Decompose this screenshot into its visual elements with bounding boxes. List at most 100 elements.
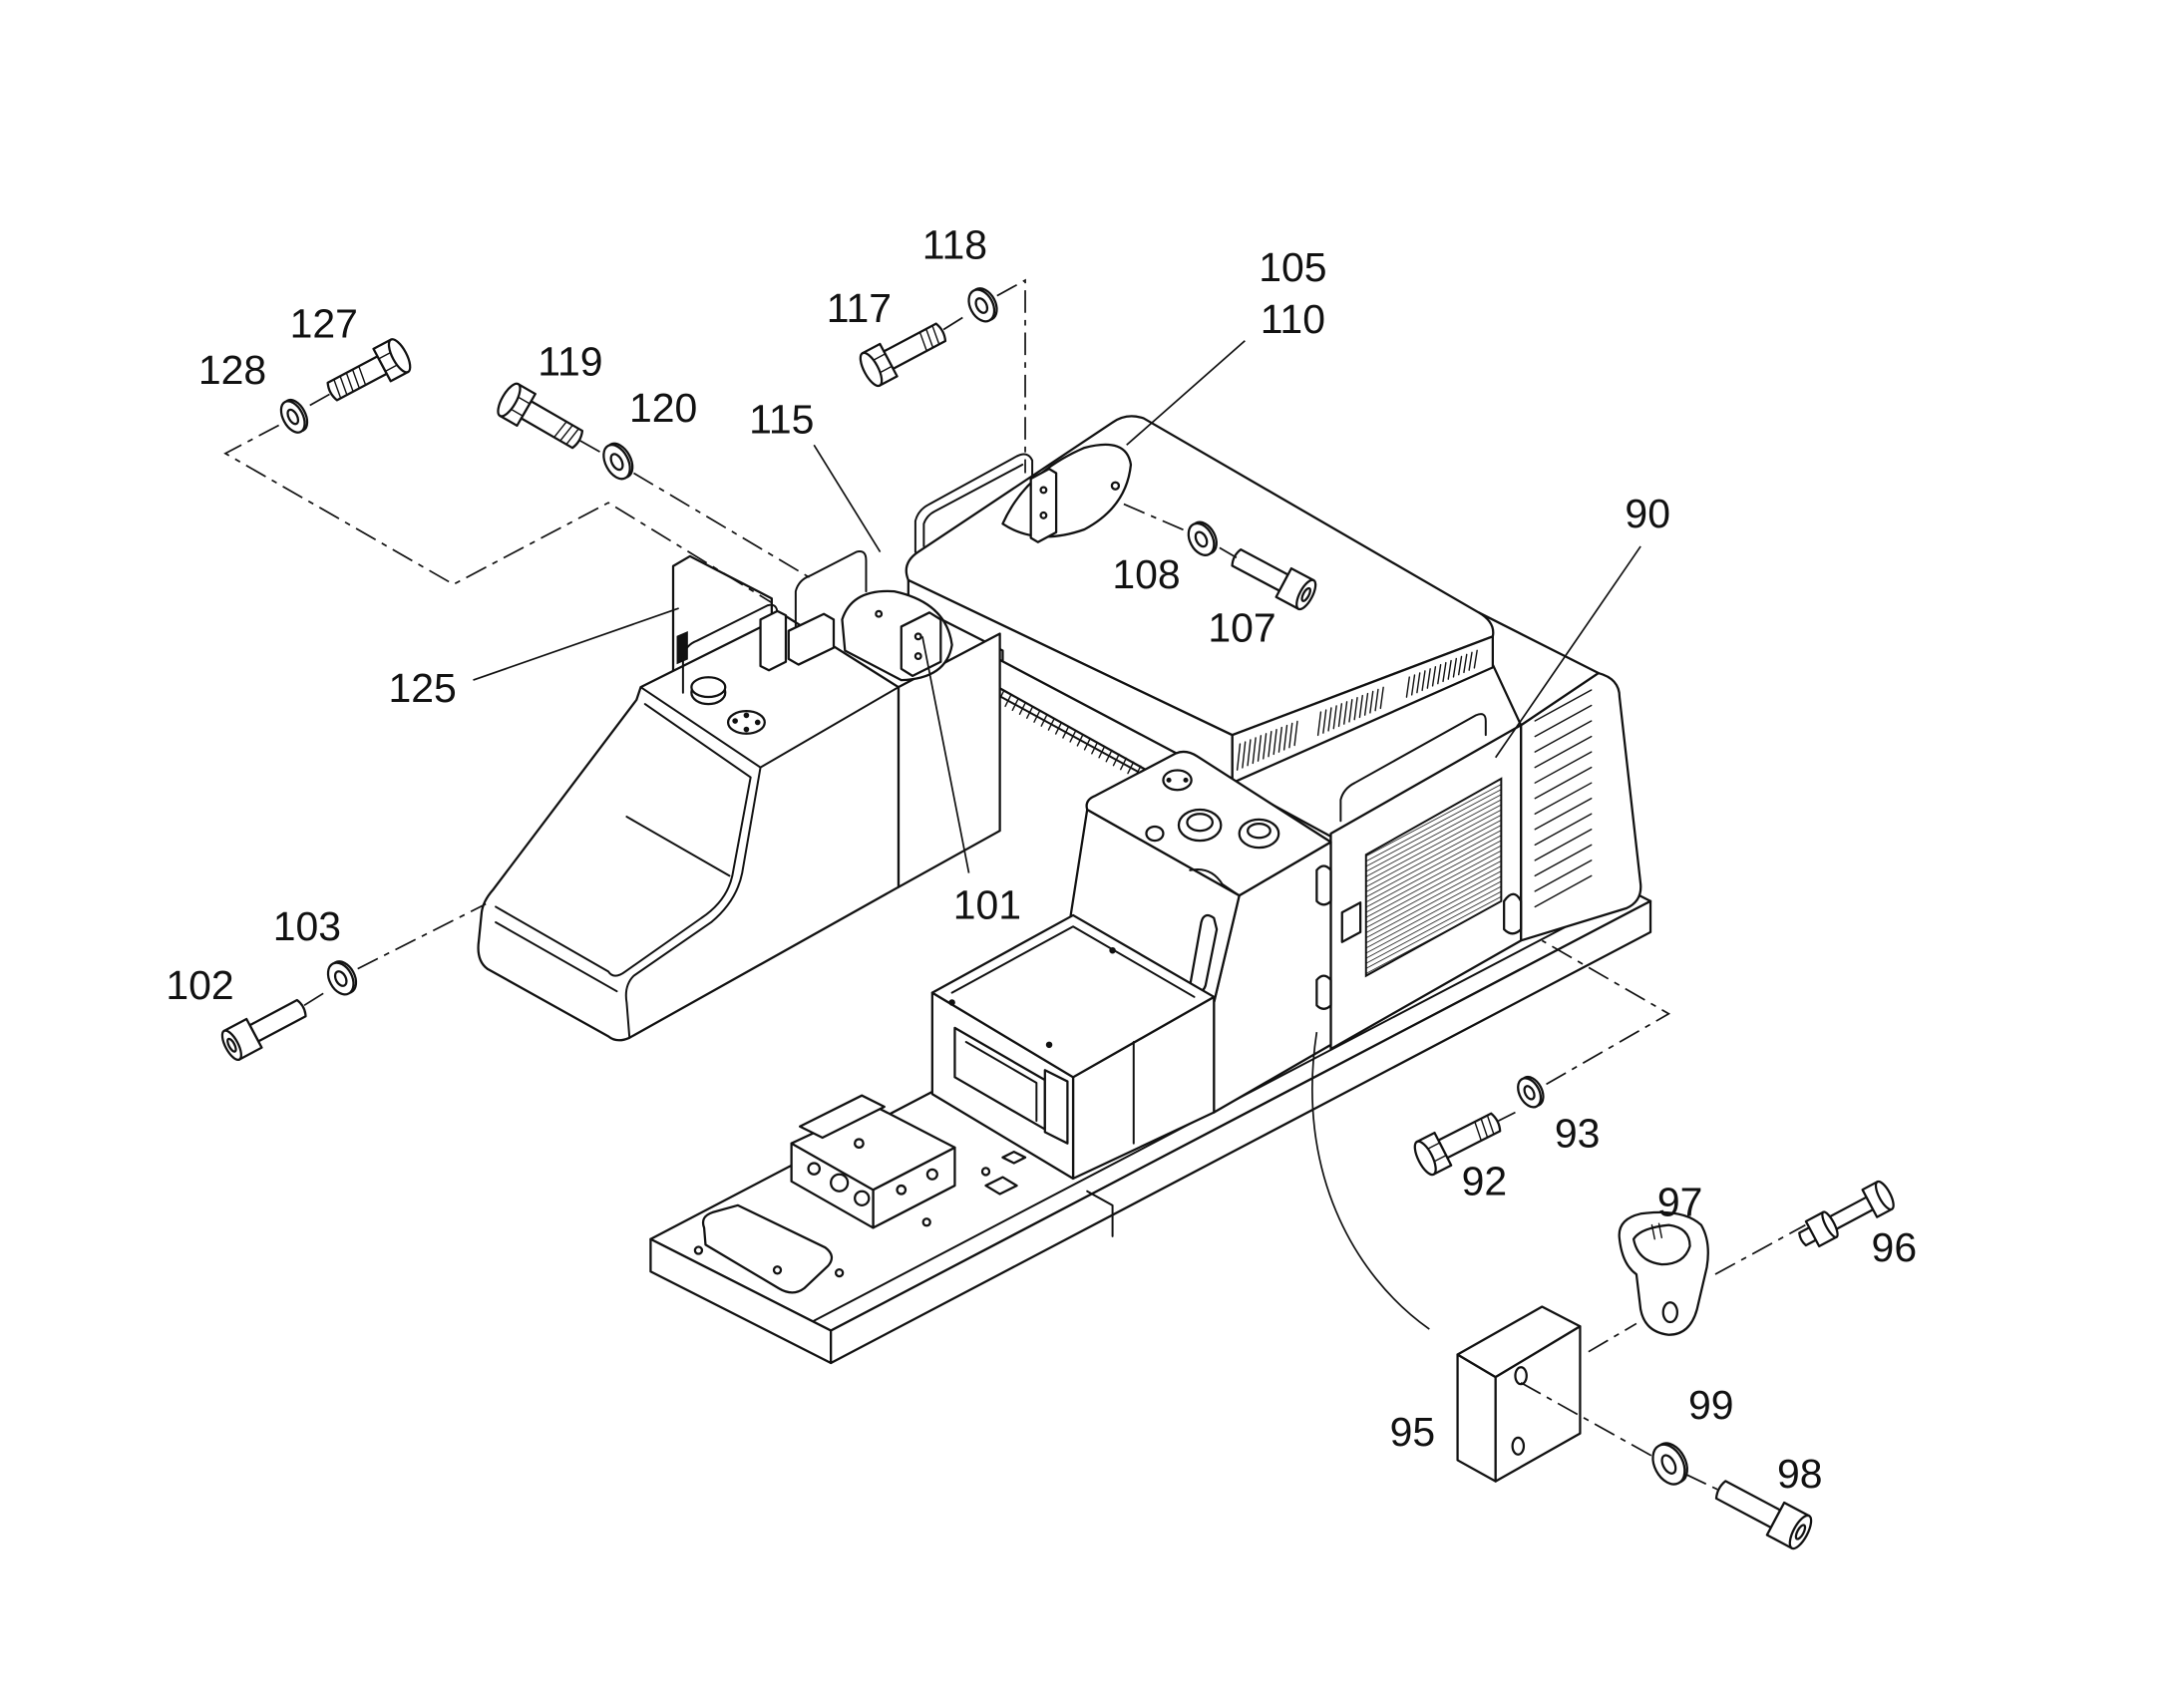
bracket-hole: [913, 652, 922, 661]
stud-nut-face: [1821, 1210, 1839, 1238]
bolt-shank: [1437, 1112, 1502, 1160]
hood-handle-rail: [913, 453, 1034, 553]
washer-103: [326, 960, 358, 996]
side-box-101: [841, 589, 1001, 888]
bolt-thread: [918, 324, 940, 352]
callout-105: 105: [1259, 244, 1326, 290]
callout-97: 97: [1657, 1180, 1703, 1225]
bracket-105: [1029, 468, 1058, 543]
threaded-rod-thread: [1098, 745, 1106, 759]
hood-louver-slot: [1316, 711, 1322, 737]
hood-louver-slot: [1416, 672, 1421, 694]
callout-92: 92: [1462, 1158, 1508, 1203]
hood-louver-slot: [1369, 690, 1374, 714]
center-line-95-97: [1588, 1322, 1637, 1353]
console-flange-bolt: [1183, 777, 1189, 783]
washer-hole: [609, 453, 624, 472]
hood-front-louvers: [1236, 649, 1478, 771]
plate-hole: [834, 1267, 845, 1278]
threaded-rod-thread: [1069, 729, 1077, 743]
threaded-rod-thread: [1083, 737, 1091, 751]
washer-hole: [333, 970, 348, 987]
hood-grille-mesh: [1364, 777, 1503, 978]
base-plate-seam: [1086, 1190, 1114, 1237]
hood-louver-slot: [1431, 666, 1437, 687]
hood-louver-slot: [1468, 651, 1473, 671]
console-flange: [1162, 769, 1193, 792]
tank-handle-rail: [681, 603, 779, 694]
flange-bolt: [743, 726, 750, 733]
threaded-rod-thread: [1062, 725, 1070, 739]
screw-hex-socket: [226, 1037, 237, 1053]
center-line-120: [633, 472, 815, 581]
screw-shank: [1714, 1480, 1782, 1530]
console-side-tab: [1315, 974, 1332, 1010]
callout-117: 117: [827, 285, 892, 331]
hood-side-louver: [1534, 735, 1593, 769]
bolt-117: [859, 322, 947, 388]
plate-hole: [921, 1217, 931, 1227]
plate-hole: [980, 1167, 991, 1177]
console-side-tab: [1315, 864, 1332, 906]
screw-shank: [248, 998, 307, 1043]
left-unit-body: [477, 614, 901, 1042]
threaded-rod-thread: [1026, 706, 1034, 719]
threaded-rod-thread: [1105, 749, 1113, 763]
center-line-99-98: [1684, 1473, 1719, 1491]
hood-louver-slot: [1358, 694, 1363, 719]
center-line-95-99: [1520, 1382, 1652, 1457]
hood-louver-slot: [1242, 741, 1247, 769]
hood-louver-slot: [1252, 737, 1257, 765]
hood-side-louver: [1534, 813, 1593, 847]
threaded-rod-thread: [1004, 694, 1012, 708]
valve-block: [790, 1094, 956, 1229]
plate-hole: [772, 1265, 783, 1275]
hood-louver-slot: [1442, 661, 1447, 683]
washer-hole: [974, 297, 989, 314]
hood-louver-slot: [1293, 720, 1298, 747]
callout-115: 115: [749, 396, 814, 442]
tank-handle-rail-rear: [794, 550, 868, 628]
washer-93: [1517, 1075, 1545, 1109]
hood-right-louvered-panel: [1519, 671, 1642, 942]
hood-louver-slot: [1268, 731, 1272, 758]
hood-side-louver: [1534, 704, 1593, 738]
callout-118: 118: [922, 221, 987, 267]
hood-louver-slot: [1426, 668, 1431, 689]
center-line-93: [1541, 939, 1671, 1086]
bracket-hole: [1039, 486, 1048, 495]
hood-louver-slot: [1447, 659, 1452, 680]
grille-panel-latch: [1340, 901, 1362, 943]
washer-99: [1651, 1442, 1688, 1486]
threaded-rod-thread: [1112, 753, 1120, 767]
hood-louver-slot: [1282, 724, 1288, 751]
base-plate-cutout: [701, 1203, 834, 1294]
washer-hole: [1194, 530, 1209, 548]
threaded-rod-thread: [1127, 761, 1135, 775]
lower-block-top-inner: [950, 925, 1196, 998]
leader-125: [473, 607, 679, 681]
stud-96: [1798, 1180, 1895, 1248]
hood-side-louver: [1534, 751, 1593, 784]
plate-square-port: [984, 1176, 1018, 1196]
center-line-92-93: [1498, 1111, 1516, 1122]
hood-louver-slot: [1353, 696, 1358, 721]
clamp-bracket-97: [1618, 1210, 1709, 1336]
lower-block-flange: [1043, 1069, 1069, 1145]
bolt-shank: [520, 400, 584, 450]
center-line-117-118: [942, 314, 967, 331]
center-line-103: [357, 902, 487, 970]
center-line-128: [223, 424, 773, 604]
hood-right-louvers: [1534, 689, 1593, 908]
hood-handle-rail-inner: [922, 464, 1024, 547]
console-gauge-right-inner: [1247, 823, 1272, 840]
lower-block-bolt: [1045, 1041, 1053, 1049]
washer-128: [279, 398, 309, 434]
hood-louver-slot: [1421, 670, 1426, 692]
console-knob-small: [1145, 825, 1165, 843]
callout-127: 127: [290, 300, 358, 346]
callout-125: 125: [388, 665, 456, 711]
valve-port: [854, 1190, 871, 1206]
valve-port: [925, 1168, 938, 1181]
